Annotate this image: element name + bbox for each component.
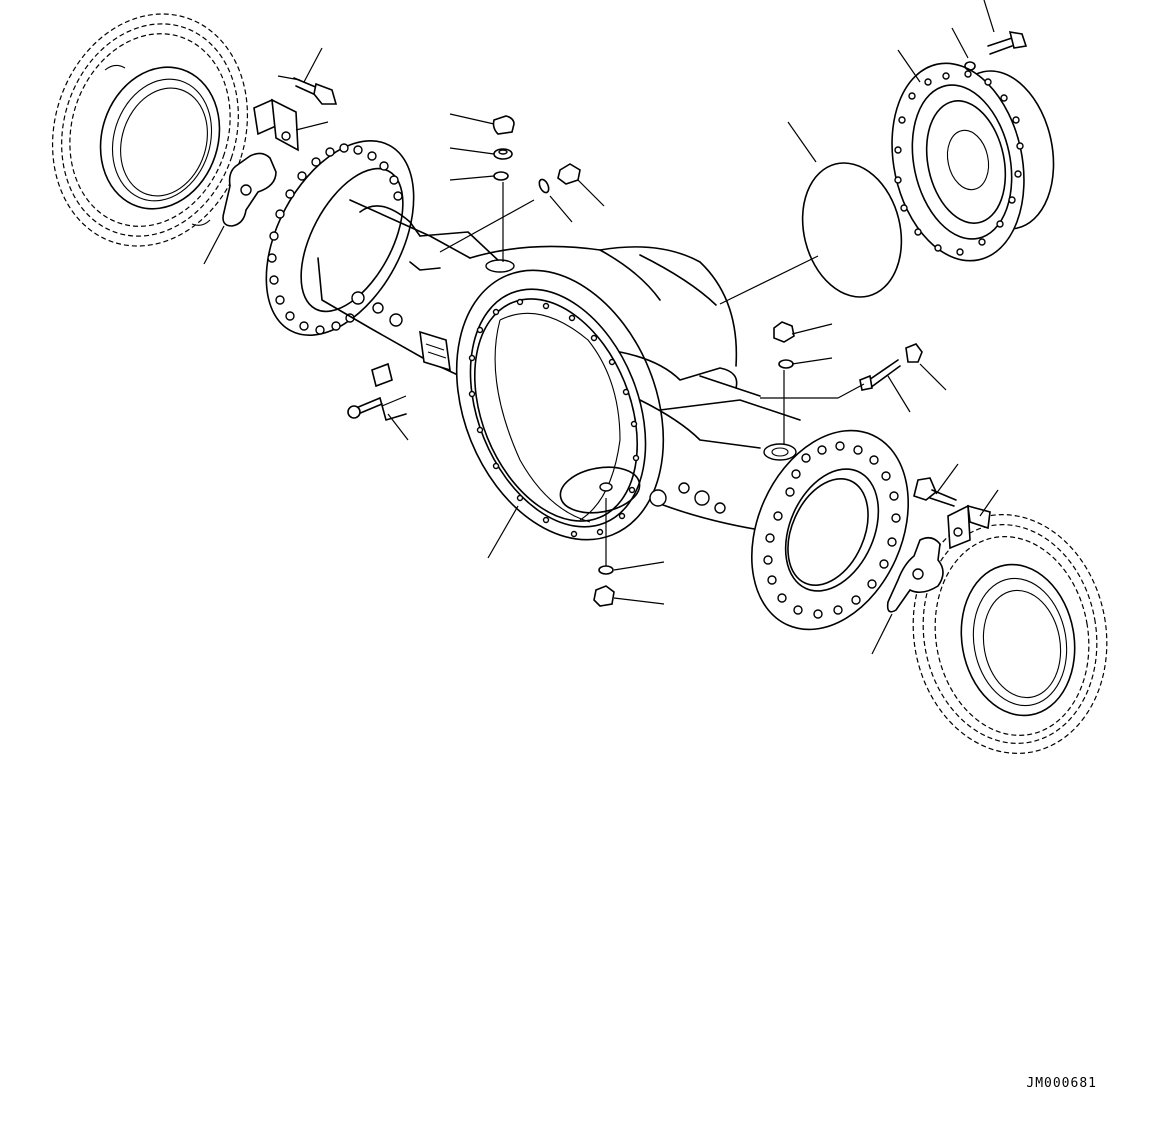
- drain-plug: [593, 498, 615, 607]
- leader-lines: [203, 0, 999, 655]
- left-lock-plate: [222, 152, 277, 227]
- right-plug: [773, 321, 795, 444]
- right-lock-plate: [886, 536, 944, 613]
- top-right-fastener: [964, 31, 1028, 71]
- left-flange-holes: [267, 143, 403, 335]
- left-bolt: [293, 77, 338, 105]
- top-plug: [557, 163, 581, 185]
- right-stud: [859, 343, 923, 391]
- cover-flange-holes: [468, 298, 640, 538]
- right-bolt: [913, 477, 957, 507]
- axle-housing: [265, 140, 910, 631]
- housing-plugs: [351, 291, 726, 514]
- drawing-id-code: JM000681: [1026, 1076, 1097, 1091]
- left-bracket: [253, 98, 299, 152]
- planetary-carrier-cover: [891, 62, 1055, 262]
- right-flange-holes: [763, 441, 901, 619]
- left-nameplate: [347, 362, 407, 421]
- right-bracket: [947, 504, 991, 550]
- large-o-ring: [801, 162, 903, 298]
- right-ring-gear: [912, 514, 1108, 754]
- small-o-ring: [538, 178, 550, 194]
- cover-holes: [894, 70, 1024, 256]
- housing-nameplate: [419, 330, 451, 372]
- breather-assembly: [492, 115, 515, 262]
- left-ring-gear: [51, 13, 249, 247]
